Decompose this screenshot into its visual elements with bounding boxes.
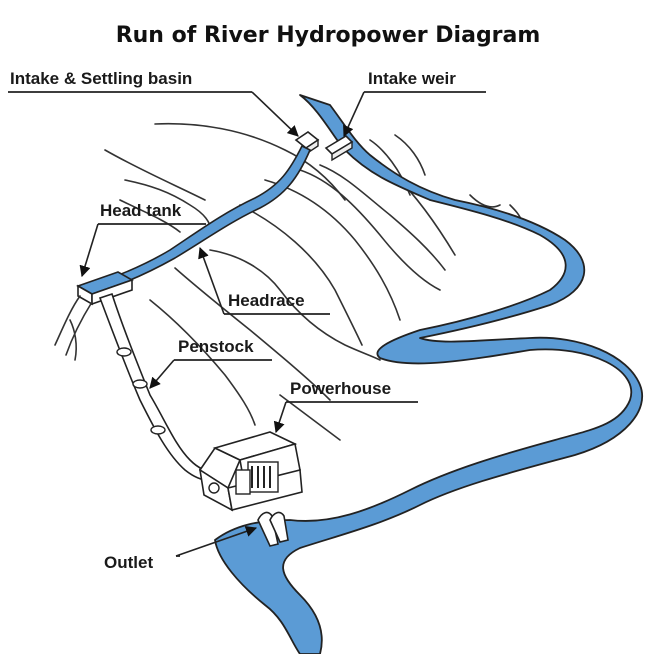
turbine-generator bbox=[235, 461, 279, 495]
label-headrace: Headrace bbox=[228, 291, 305, 310]
label-powerhouse: Powerhouse bbox=[290, 379, 391, 398]
label-outlet: Outlet bbox=[104, 553, 153, 572]
label-powerhouse-group: Powerhouse bbox=[273, 379, 418, 434]
label-head-tank: Head tank bbox=[100, 201, 182, 220]
label-weir: Intake weir bbox=[368, 69, 456, 88]
label-headrace-group: Headrace bbox=[198, 246, 330, 315]
label-weir-group: Intake weir bbox=[343, 69, 486, 138]
label-intake: Intake & Settling basin bbox=[10, 69, 192, 88]
outlet-pipes bbox=[257, 511, 289, 547]
label-head-tank-group: Head tank bbox=[79, 201, 206, 278]
label-penstock: Penstock bbox=[178, 337, 254, 356]
penstock-pipe bbox=[98, 292, 217, 482]
label-intake-group: Intake & Settling basin bbox=[8, 69, 299, 137]
intake-weir bbox=[324, 134, 354, 162]
spillway-channel bbox=[54, 295, 93, 356]
diagram-title: Run of River Hydropower Diagram bbox=[116, 23, 541, 48]
river bbox=[214, 94, 643, 654]
label-outlet-group: Outlet bbox=[104, 526, 258, 572]
label-penstock-group: Penstock bbox=[149, 337, 272, 389]
powerhouse bbox=[198, 431, 303, 512]
